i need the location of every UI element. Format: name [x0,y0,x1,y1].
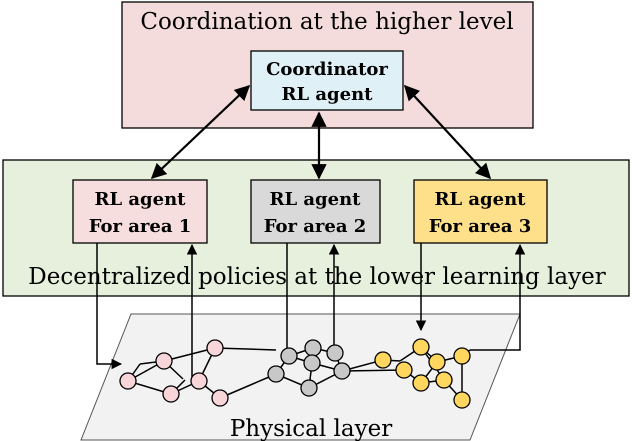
arrow-coordinator-agent-1 [150,84,251,180]
arrow-physical-to-agent-3 [470,243,526,351]
agent-3-label-2: For area 3 [429,216,532,237]
coordinator-label-1: Coordinator [266,59,388,80]
coordinator-box [250,50,404,111]
agent-2-label-1: RL agent [270,189,362,210]
higher-level-title: Coordination at the higher level [140,9,513,35]
area-2-nodes [267,339,351,397]
agent-1-label-1: RL agent [95,189,187,210]
physical-layer-plane [80,313,521,441]
agent-3-label-1: RL agent [435,189,527,210]
agent-box-area-3 [413,179,548,244]
agent-box-area-1 [72,179,208,244]
arrow-agent-1-to-physical [96,243,123,370]
area-1-nodes [119,339,229,407]
agent-box-area-2 [250,179,381,244]
agent-1-label-2: For area 1 [89,216,192,237]
arrow-coordinator-agent-3 [403,84,492,180]
area-3-nodes [374,338,471,409]
coordinator-label-2: RL agent [282,84,374,105]
lower-layer-title: Decentralized policies at the lower lear… [28,264,605,290]
agent-2-label-2: For area 2 [264,216,367,237]
physical-layer-title: Physical layer [230,416,392,441]
